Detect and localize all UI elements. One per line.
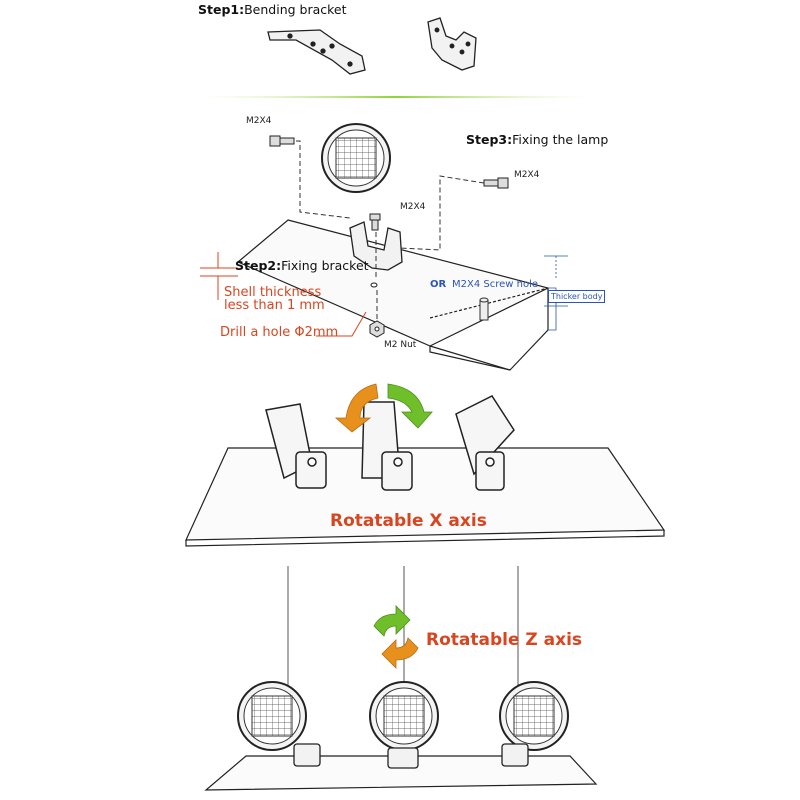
screw-center xyxy=(369,213,381,231)
step1-label: Step1:Bending bracket xyxy=(198,2,347,17)
drill-hole xyxy=(370,282,378,288)
lamp-z-right xyxy=(499,681,569,751)
screw-left-label: M2X4 xyxy=(246,116,272,126)
rotation-arrows-z xyxy=(373,605,419,669)
thickness-marks xyxy=(544,255,568,331)
lamp-z-left xyxy=(237,681,307,751)
nut-label: M2 Nut xyxy=(384,340,417,350)
step3-prefix: Step3: xyxy=(466,132,513,147)
z-brackets xyxy=(293,743,529,769)
rotatable-x-title: Rotatable X axis xyxy=(330,511,487,531)
step3-text: Fixing the lamp xyxy=(512,132,609,147)
platform-x xyxy=(185,447,666,547)
mounting-bracket xyxy=(349,221,403,271)
lamp-tilt-left xyxy=(265,403,327,489)
section-divider xyxy=(200,96,590,98)
dimension-marks xyxy=(200,252,367,337)
screw-right xyxy=(483,177,509,189)
hanging-lines xyxy=(287,566,519,700)
or-label: OR xyxy=(430,279,447,290)
assembly-lines xyxy=(296,140,485,320)
hex-nut xyxy=(369,320,385,338)
lamp-upright xyxy=(361,401,413,491)
screw-center-label: M2X4 xyxy=(400,202,426,212)
mounting-plate xyxy=(236,219,550,371)
step2-prefix: Step2: xyxy=(235,258,282,273)
drill-hole-note: Drill a hole Φ2mm xyxy=(220,325,339,340)
bracket-bent xyxy=(427,17,477,71)
step1-prefix: Step1: xyxy=(198,2,245,17)
rotatable-z-title: Rotatable Z axis xyxy=(426,630,583,650)
screw-left xyxy=(269,135,295,147)
hidden-screw-hole xyxy=(479,297,489,321)
step2-text: Fixing bracket xyxy=(281,258,369,273)
bracket-flat xyxy=(267,29,366,75)
lamp-exploded xyxy=(321,123,391,193)
rotation-arrows-x xyxy=(334,383,433,433)
step3-label: Step3:Fixing the lamp xyxy=(466,132,608,147)
shell-thickness-note: Shell thickness less than 1 mm xyxy=(224,286,325,312)
step1-text: Bending bracket xyxy=(244,2,347,17)
screw-hole-label: M2X4 Screw hole xyxy=(452,279,539,290)
step2-label: Step2:Fixing bracket xyxy=(235,258,369,273)
thicker-body-label: Thicker body xyxy=(548,290,606,303)
screw-right-label: M2X4 xyxy=(514,170,540,180)
lamp-z-center xyxy=(369,681,439,751)
shell-thickness-line1: Shell thickness xyxy=(224,285,322,300)
lamp-tilt-right xyxy=(455,395,515,491)
shell-thickness-line2: less than 1 mm xyxy=(224,298,325,313)
